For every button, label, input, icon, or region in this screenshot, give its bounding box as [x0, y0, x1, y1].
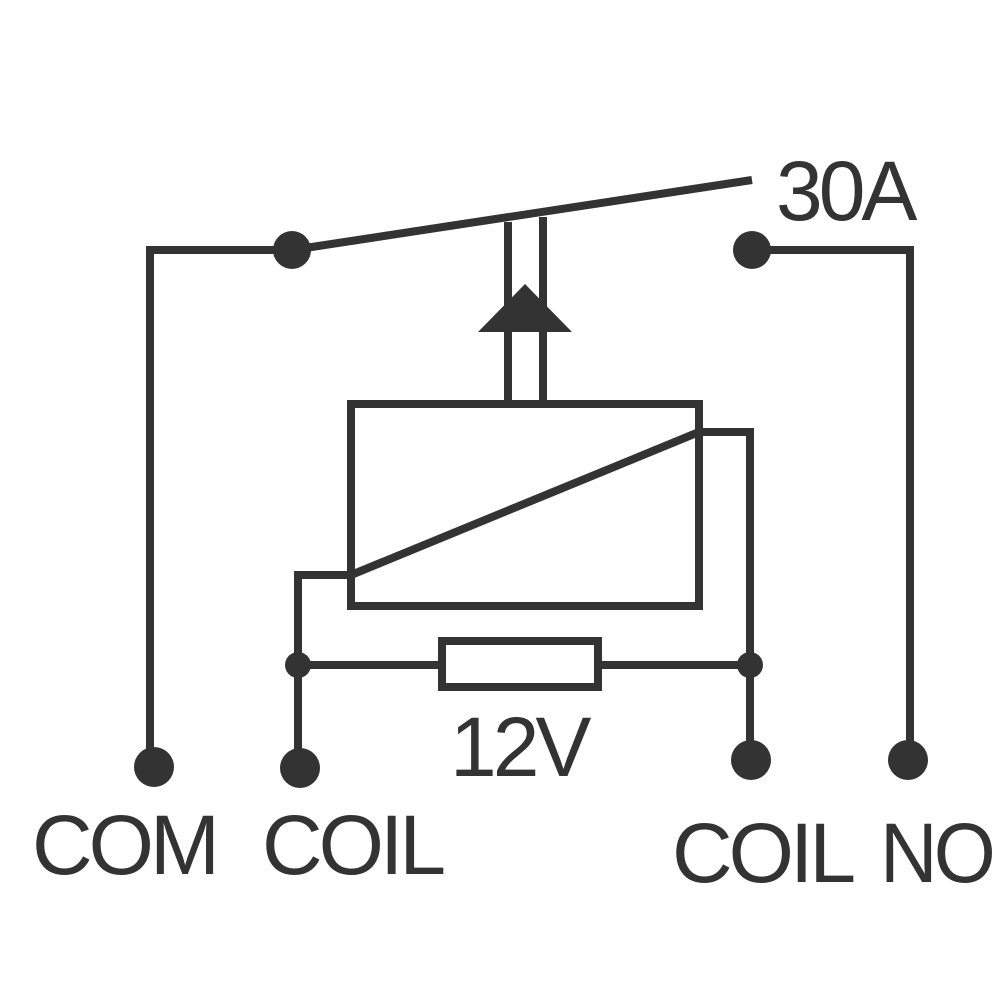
right-coil-lead	[699, 428, 754, 760]
actuator-arrow-icon	[478, 284, 572, 332]
coil-diagonal	[349, 428, 701, 579]
com-pivot-dot	[273, 231, 311, 269]
com-terminal-dot	[134, 747, 174, 787]
left-coil-lead	[294, 571, 351, 768]
com-wire	[146, 246, 292, 767]
resistor-body	[438, 637, 602, 691]
coil-box	[347, 400, 703, 610]
no-terminal-label: NO	[880, 806, 993, 900]
coil-left-terminal-label: COIL	[262, 798, 443, 892]
coil-left-terminal-dot	[280, 748, 320, 788]
no-wire	[752, 246, 914, 760]
right-junction-dot	[737, 652, 763, 678]
switch-lever	[291, 176, 753, 254]
coil-right-terminal-label: COIL	[672, 806, 853, 900]
com-terminal-label: COM	[32, 798, 216, 892]
no-contact-dot	[733, 231, 771, 269]
no-terminal-dot	[888, 740, 928, 780]
left-junction-dot	[285, 652, 311, 678]
coil-voltage-label: 12V	[450, 700, 591, 794]
current-rating-label: 30A	[776, 144, 917, 238]
coil-right-terminal-dot	[731, 740, 771, 780]
